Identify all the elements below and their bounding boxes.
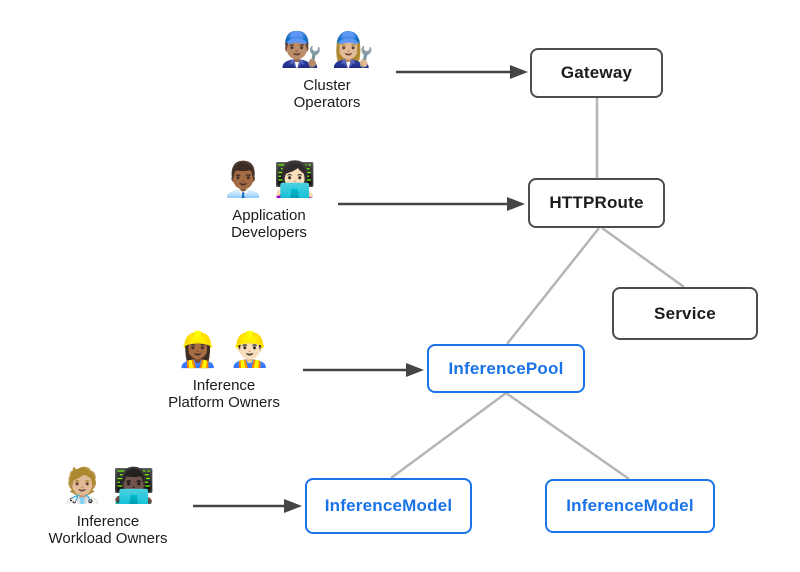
- actor-application-developers: 👨🏾‍💼 👩🏻‍💻 Application Developers: [222, 158, 316, 242]
- edge-httproute-service: [601, 226, 685, 289]
- arrow-cluster-operators-gateway: [396, 65, 528, 79]
- application-developers-label: Application Developers: [231, 207, 307, 242]
- node-inferencemodel-left-label: InferenceModel: [324, 496, 453, 515]
- cluster-operators-label: Cluster Operators: [293, 77, 361, 112]
- inference-platform-owners-label: Inference Platform Owners: [168, 377, 280, 412]
- actor-inference-workload-owners: 🧑🏼‍⚕️ 👨🏿‍💻 Inference Workload Owners: [49, 464, 168, 548]
- node-service: Service: [612, 287, 758, 340]
- arrow-inference-workload-owners-inferencemodel: [193, 499, 302, 513]
- node-httproute-label: HTTPRoute: [549, 193, 644, 212]
- node-inferencemodel-left: InferenceModel: [305, 478, 472, 534]
- node-httproute: HTTPRoute: [528, 178, 665, 228]
- actor-cluster-operators: 👨🏽‍🔧 👩🏼‍🔧 Cluster Operators: [280, 28, 374, 112]
- inference-workload-owners-label: Inference Workload Owners: [48, 513, 168, 548]
- node-gateway: Gateway: [530, 48, 663, 98]
- node-inferencepool: InferencePool: [427, 344, 585, 393]
- node-gateway-label: Gateway: [560, 63, 633, 82]
- edge-inferencepool-inferencemodel-left: [390, 391, 507, 480]
- arrow-application-developers-httproute: [338, 197, 525, 211]
- inference-platform-owners-icon: 👷🏾‍♀️ 👷🏻‍♂️: [176, 331, 272, 369]
- application-developers-icon: 👨🏾‍💼 👩🏻‍💻: [221, 161, 317, 199]
- arrow-inference-platform-owners-inferencepool: [303, 363, 424, 377]
- cluster-operators-icon: 👨🏽‍🔧 👩🏼‍🔧: [279, 31, 375, 69]
- node-service-label: Service: [654, 303, 716, 323]
- node-inferencemodel-right: InferenceModel: [545, 479, 715, 533]
- node-inferencepool-label: InferencePool: [448, 358, 564, 378]
- inference-workload-owners-icon: 🧑🏼‍⚕️ 👨🏿‍💻: [60, 467, 156, 505]
- edge-inferencepool-inferencemodel-right: [505, 391, 630, 481]
- node-inferencemodel-right-label: InferenceModel: [566, 496, 694, 515]
- actor-inference-platform-owners: 👷🏾‍♀️ 👷🏻‍♂️ Inference Platform Owners: [168, 328, 280, 412]
- edge-httproute-inferencepool: [506, 227, 600, 345]
